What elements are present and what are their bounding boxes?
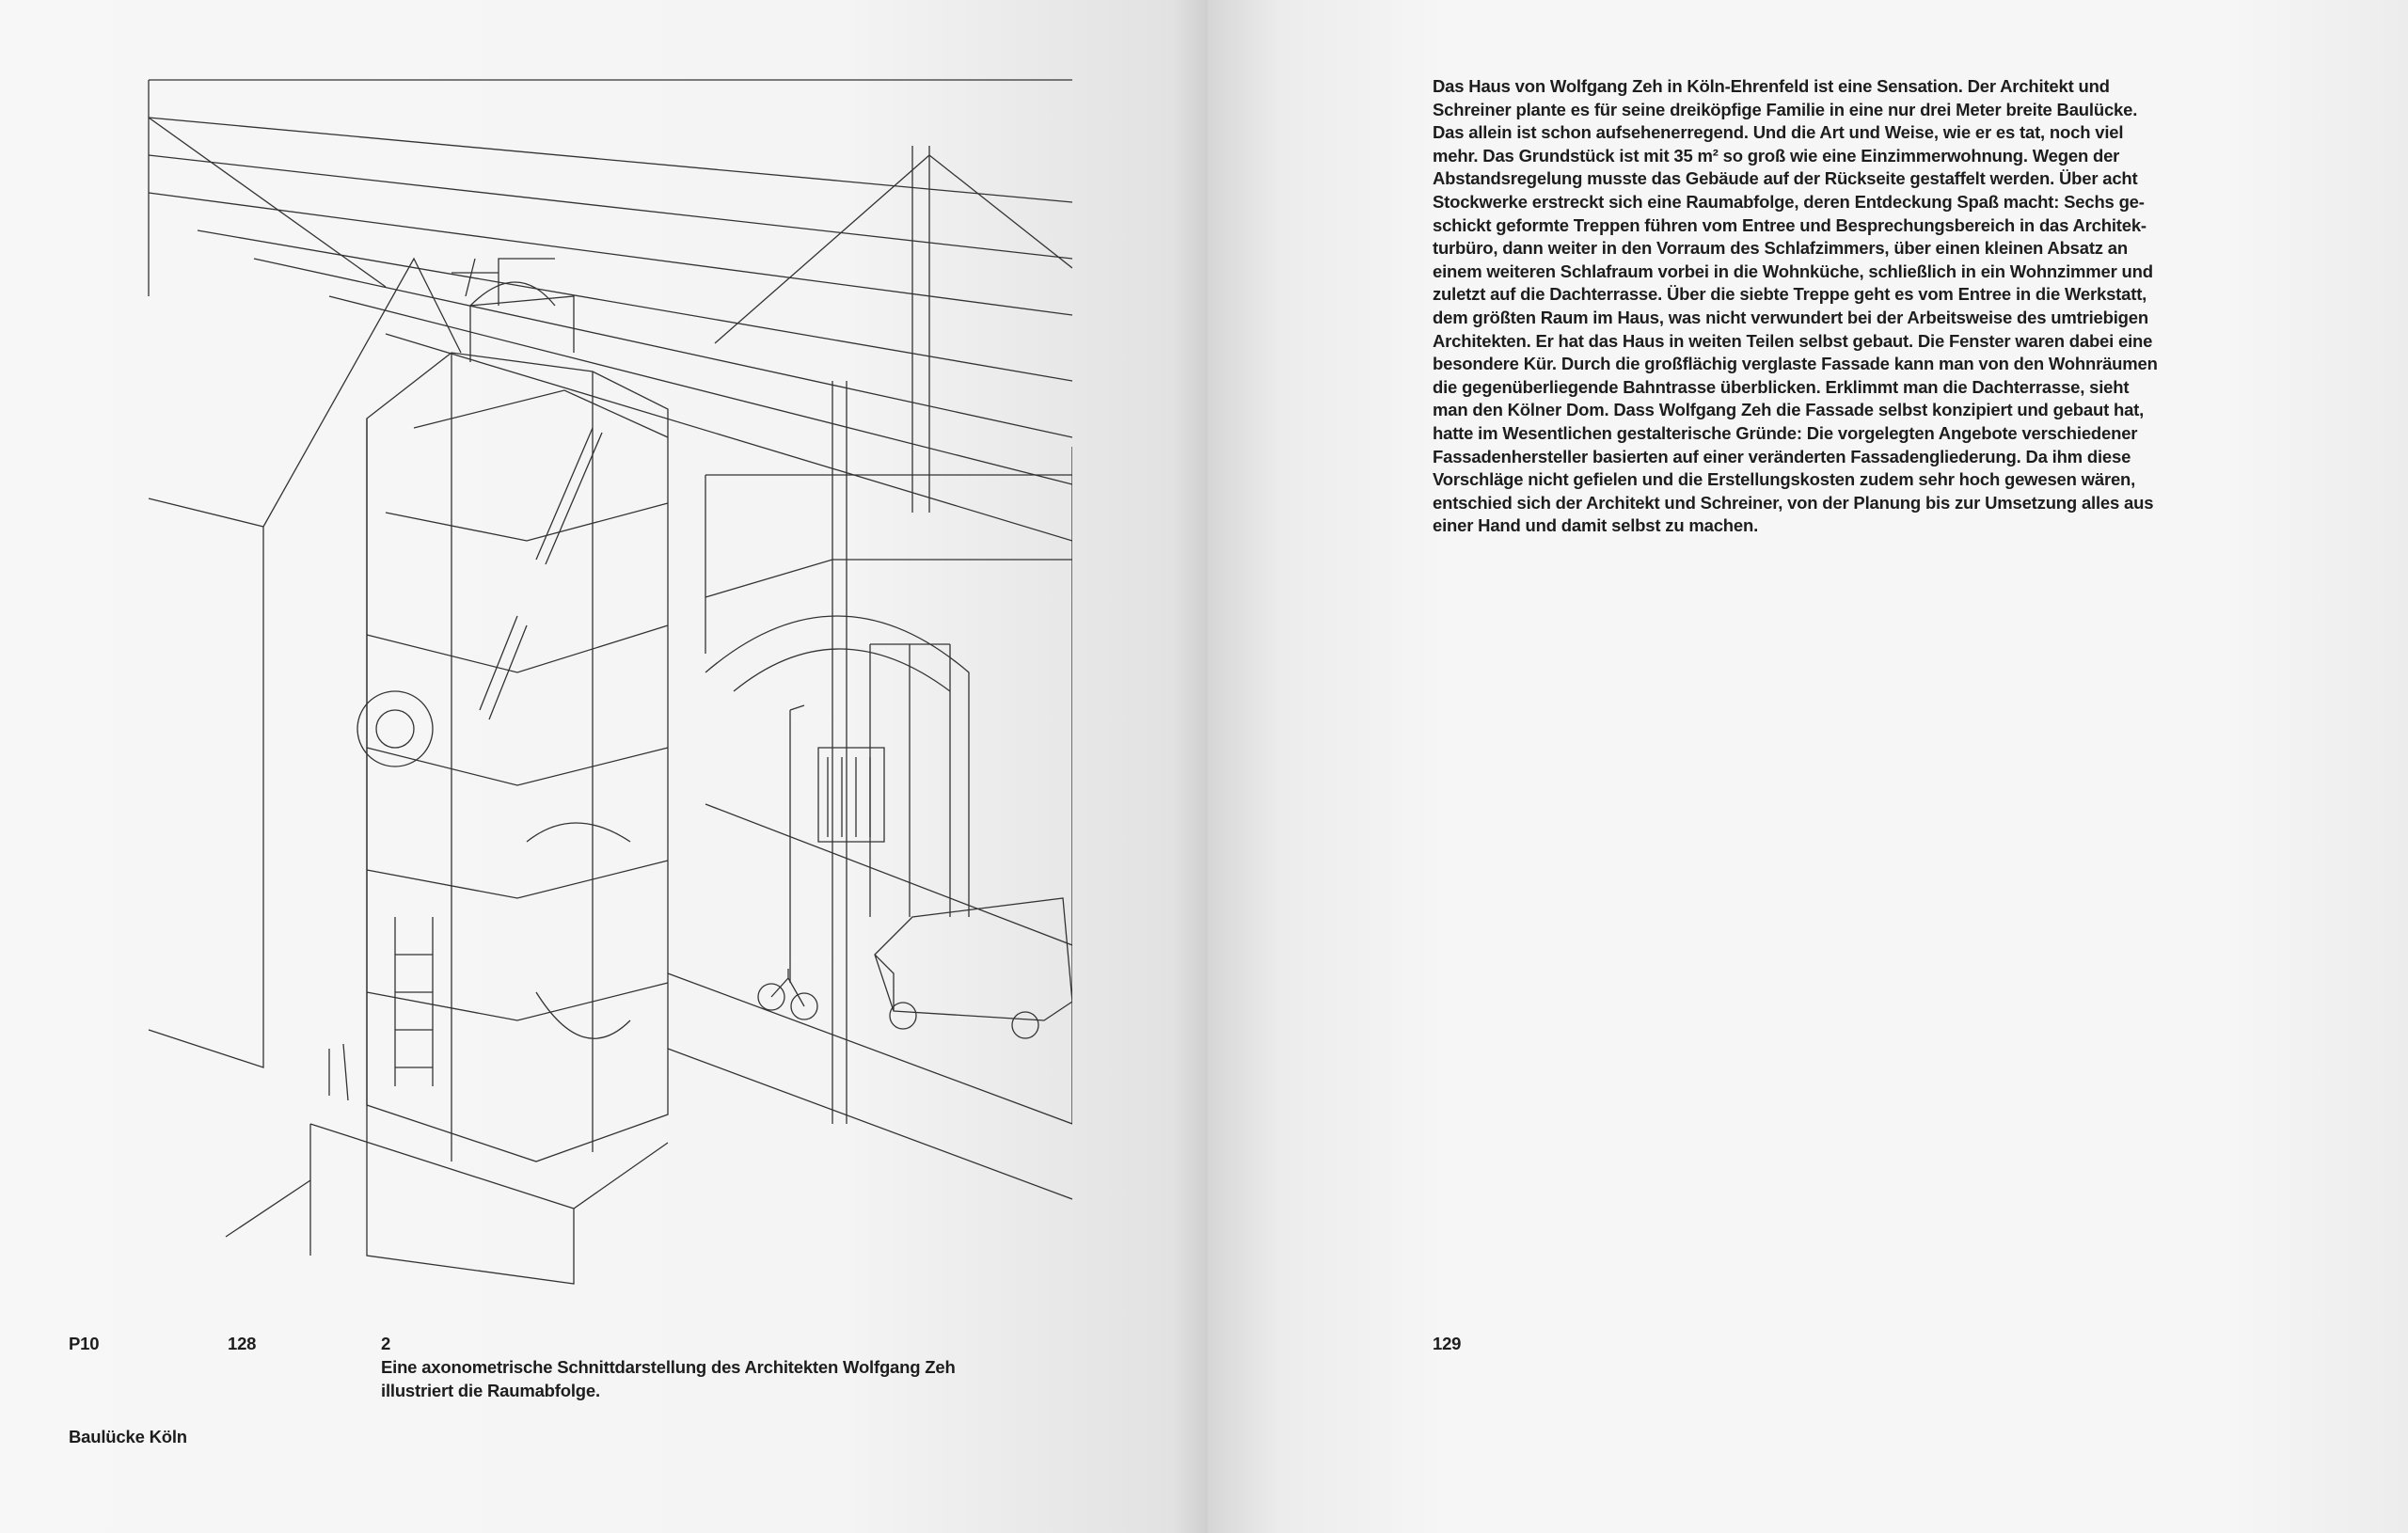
- axonometric-section-drawing: [148, 79, 1072, 1285]
- caption-line: Eine axonometrische Schnittdarstellung d…: [381, 1357, 956, 1377]
- body-text-line: turbüro, dann weiter in den Vorraum des …: [1433, 238, 2128, 259]
- body-text-line: hatte im Wesentlichen gestalterische Grü…: [1433, 422, 2138, 443]
- street-with-van-and-bicycle: [667, 704, 1072, 1200]
- body-text: Das Haus von Wolfgang Zeh in Köln-Ehrenf…: [1433, 75, 2204, 538]
- body-text-line: einer Hand und damit selbst zu machen.: [1433, 515, 1759, 536]
- body-text-line: Stockwerke erstreckt sich eine Raumabfol…: [1433, 191, 2145, 212]
- body-text-line: Vorschläge nicht gefielen und die Erstel…: [1433, 469, 2136, 490]
- neighbour-building: [148, 257, 462, 1068]
- page-number-left: 128: [228, 1334, 257, 1353]
- railway-viaduct: [148, 79, 1072, 1124]
- section-code: P10: [69, 1334, 100, 1353]
- body-text-line: Schreiner plante es für seine dreiköpfig…: [1433, 99, 2138, 119]
- body-text-line: einem weiteren Schlafraum vorbei in die …: [1433, 261, 2153, 281]
- body-text-line: mehr. Das Grundstück ist mit 35 m² so gr…: [1433, 145, 2120, 166]
- body-text-line: dem größten Raum im Haus, was nicht verw…: [1433, 307, 2148, 327]
- body-text-line: Das Haus von Wolfgang Zeh in Köln-Ehrenf…: [1433, 76, 2110, 96]
- body-text-line: zuletzt auf die Dachterrasse. Über die s…: [1433, 284, 2147, 305]
- body-text-line: entschied sich der Architekt und Schrein…: [1433, 492, 2154, 513]
- body-text-line: man den Kölner Dom. Dass Wolfgang Zeh di…: [1433, 400, 2145, 420]
- left-page: [0, 0, 1208, 1533]
- right-page: [1208, 0, 2408, 1533]
- body-text-line: besondere Kür. Durch die großflächig ver…: [1433, 354, 2158, 374]
- section-title: Baulücke Köln: [69, 1427, 187, 1446]
- body-text-line: Das allein ist schon aufsehenerregend. U…: [1433, 122, 2124, 143]
- body-text-line: Fassadenhersteller basierten auf einer v…: [1433, 446, 2131, 466]
- body-text-line: Abstandsregelung musste das Gebäude auf …: [1433, 168, 2138, 189]
- body-text-line: Architekten. Er hat das Haus in weiten T…: [1433, 330, 2153, 351]
- house-section: [225, 258, 669, 1285]
- figure-caption: Eine axonometrische Schnittdarstellung d…: [381, 1356, 956, 1402]
- body-text-line: schickt geformte Treppen führen vom Entr…: [1433, 214, 2147, 235]
- caption-line: illustriert die Raumabfolge.: [381, 1380, 600, 1400]
- page-number-right: 129: [1433, 1334, 1462, 1353]
- body-text-line: die gegenüberliegende Bahntrasse überbli…: [1433, 376, 2130, 397]
- figure-number: 2: [381, 1334, 391, 1353]
